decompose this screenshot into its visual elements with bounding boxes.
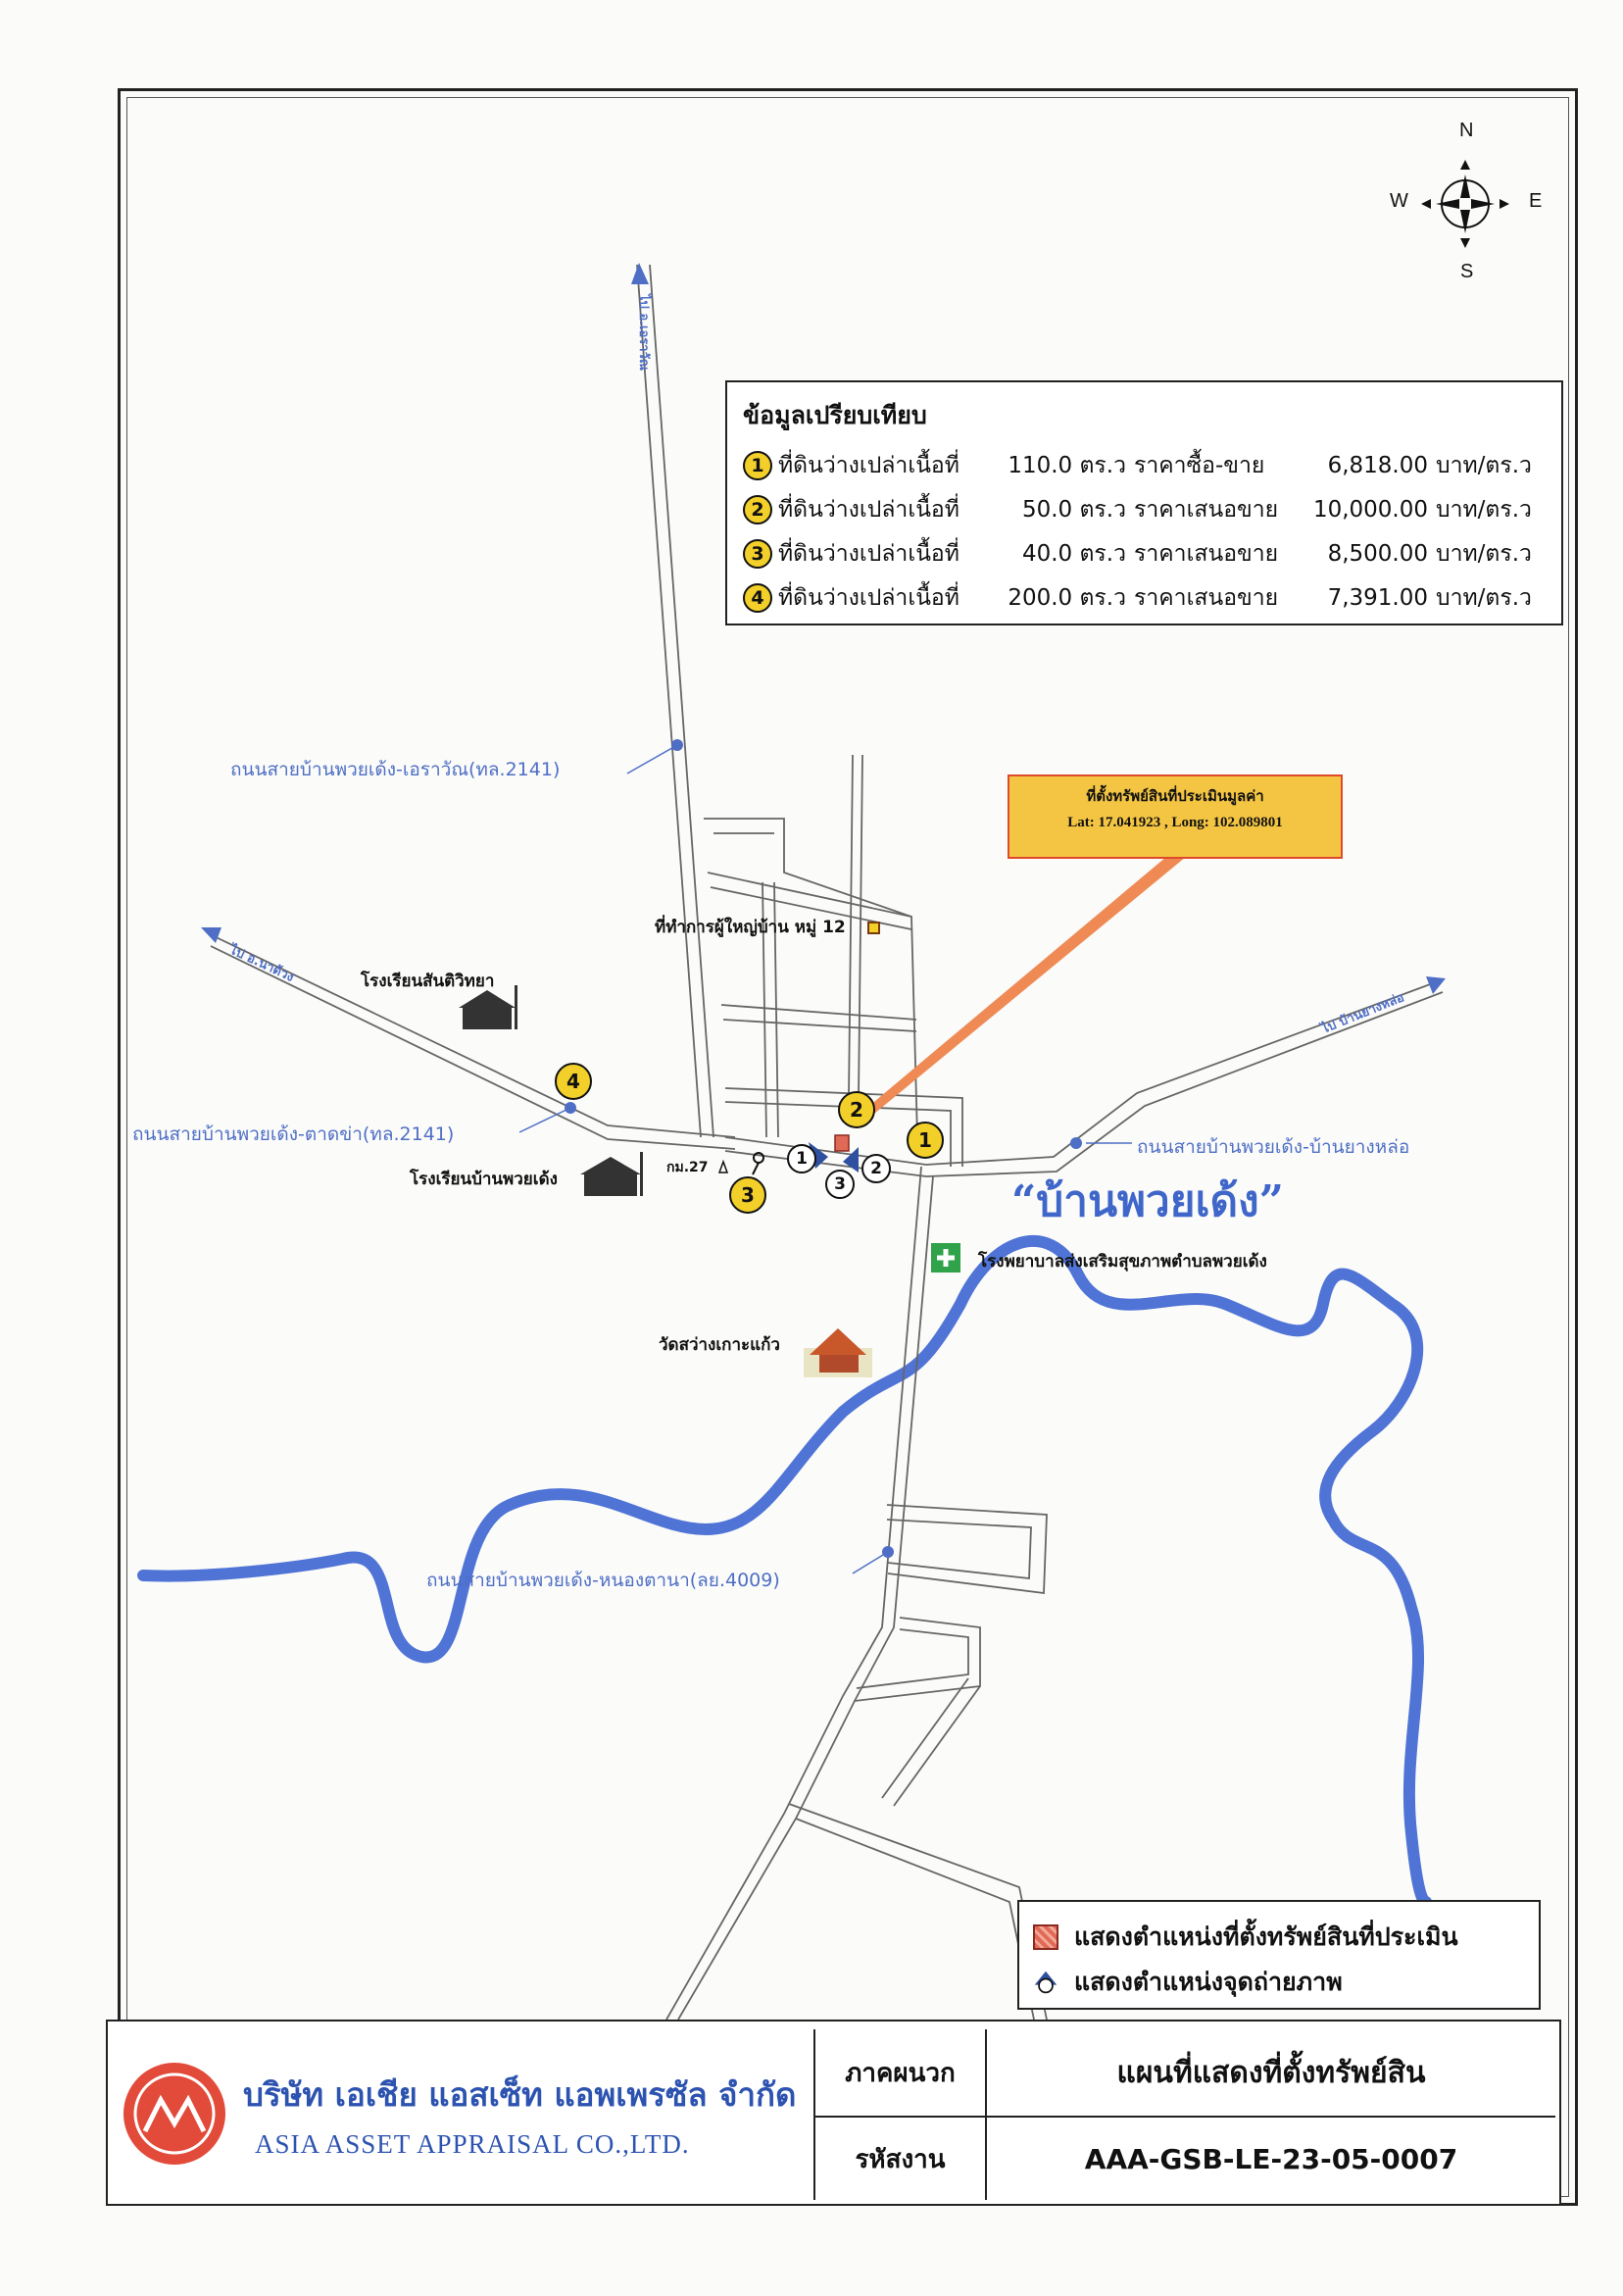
road-label-nongtana: ถนนสายบ้านพวยเด้ง-หนองตานา(ลย.4009) — [426, 1570, 780, 1591]
school-santi-icon — [459, 985, 517, 1029]
compass-e: E — [1529, 190, 1543, 212]
label-km: กม.27 — [666, 1160, 709, 1175]
property-callout: ที่ตั้งทรัพย์สินที่ประเมินมูลค่า Lat: 17… — [1008, 774, 1343, 859]
callout-leader — [851, 857, 1186, 1127]
appendix-label: ภาคผนวก — [813, 2029, 985, 2118]
compass-rose: N S W E — [1382, 116, 1549, 282]
comparison-title: ข้อมูลเปรียบเทียบ — [743, 401, 927, 429]
map-legend: แสดงตำแหน่งที่ตั้งทรัพย์สินที่ประเมิน แส… — [1017, 1900, 1541, 2010]
comparison-row: 4 ที่ดินว่างเปล่าเนื้อที่ 200.0 ตร.ว ราค… — [743, 575, 1546, 620]
label-headman-office: ที่ทำการผู้ใหญ่บ้าน หมู่ 12 — [655, 918, 846, 937]
title-grid: ภาคผนวก แผนที่แสดงที่ตั้งทรัพย์สิน รหัสง… — [813, 2029, 1555, 2200]
company-name-en: ASIA ASSET APPRAISAL CO.,LTD. — [255, 2129, 690, 2159]
compass-w: W — [1390, 190, 1408, 212]
comparison-number: 3 — [743, 538, 772, 569]
road-label-yanglo: ถนนสายบ้านพวยเด้ง-บ้านยางหล่อ — [1137, 1136, 1410, 1158]
legend-row-photo: แสดงตำแหน่งจุดถ่ายภาพ — [1033, 1963, 1343, 2002]
photo-point-1: 1 — [787, 1144, 816, 1173]
comparable-marker-1: 1 — [907, 1122, 944, 1159]
property-marker — [834, 1134, 850, 1152]
school-puay-icon — [580, 1152, 643, 1196]
comparison-box: ข้อมูลเปรียบเทียบ 1 ที่ดินว่างเปล่าเนื้อ… — [725, 380, 1563, 625]
arrow-north — [631, 263, 649, 284]
code-label: รหัสงาน — [813, 2118, 985, 2200]
label-school-santi: โรงเรียนสันติวิทยา — [361, 972, 495, 991]
comparable-marker-4: 4 — [555, 1063, 592, 1100]
arrow-northwest — [201, 927, 221, 943]
code-value: AAA-GSB-LE-23-05-0007 — [985, 2118, 1555, 2200]
legend-row-property: แสดงตำแหน่งที่ตั้งทรัพย์สินที่ประเมิน — [1033, 1918, 1458, 1957]
property-swatch — [1033, 1924, 1058, 1950]
comparison-row: 2 ที่ดินว่างเปล่าเนื้อที่ 50.0 ตร.ว ราคา… — [743, 487, 1546, 531]
company-name-th: บริษัท เอเชีย แอสเซ็ท แอพเพรซัล จำกัด — [243, 2075, 797, 2114]
comparable-marker-3: 3 — [729, 1176, 766, 1214]
photo-point-icon — [1034, 1971, 1057, 1994]
direction-erawan: ไป อ.เอราวัณ — [636, 294, 651, 371]
company-logo — [123, 2063, 225, 2165]
label-village: “บ้านพวยเด้ง” — [1011, 1176, 1284, 1226]
photo-point-2: 2 — [861, 1154, 891, 1183]
label-temple: วัดสว่างเกาะแก้ว — [659, 1335, 780, 1355]
comparison-number: 4 — [743, 582, 772, 613]
comparison-row: 3 ที่ดินว่างเปล่าเนื้อที่ 40.0 ตร.ว ราคา… — [743, 531, 1546, 575]
comparable-marker-2: 2 — [838, 1091, 875, 1128]
comparison-number: 2 — [743, 494, 772, 524]
road-label-erawan: ถนนสายบ้านพวยเด้ง-เอราวัณ(ทล.2141) — [230, 759, 561, 780]
compass-n: N — [1459, 120, 1474, 141]
river — [137, 1234, 1432, 1908]
comparison-row: 1 ที่ดินว่างเปล่าเนื้อที่ 110.0 ตร.ว ราค… — [743, 443, 1546, 487]
photo-point-3: 3 — [825, 1170, 855, 1199]
compass-s: S — [1460, 261, 1474, 282]
callout-coords: Lat: 17.041923 , Long: 102.089801 — [1067, 815, 1283, 830]
label-hospital: โรงพยาบาลส่งเสริมสุขภาพตำบลพวยเด้ง — [978, 1252, 1267, 1272]
label-school-puay: โรงเรียนบ้านพวยเด้ง — [410, 1170, 558, 1189]
callout-title: ที่ตั้งทรัพย์สินที่ประเมินมูลค่า — [1086, 789, 1264, 805]
title-block: บริษัท เอเชีย แอสเซ็ท แอพเพรซัล จำกัด AS… — [106, 2020, 1561, 2206]
arrow-east — [1426, 976, 1446, 994]
comparison-number: 1 — [743, 450, 772, 480]
temple-icon — [804, 1328, 872, 1377]
road-label-tadkha: ถนนสายบ้านพวยเด้ง-ตาดข่า(ทล.2141) — [132, 1123, 455, 1145]
appendix-value: แผนที่แสดงที่ตั้งทรัพย์สิน — [985, 2029, 1555, 2118]
